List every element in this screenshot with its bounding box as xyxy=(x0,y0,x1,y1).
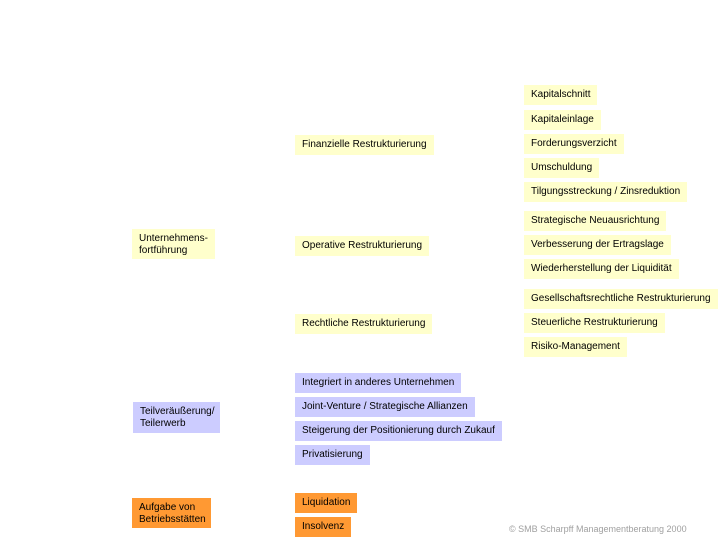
liquidation-box: Liquidation xyxy=(295,493,358,513)
unternehmensfortfuehrung-box: Unternehmens- fortführung xyxy=(132,229,215,259)
gesellschaftsrecht-box: Gesellschaftsrechtliche Restrukturierung xyxy=(524,289,718,309)
risiko-management-box: Risiko-Management xyxy=(524,337,627,357)
joint-venture-box: Joint-Venture / Strategische Allianzen xyxy=(295,397,475,417)
kapitaleinlage-box: Kapitaleinlage xyxy=(524,110,601,130)
finanzielle-restrukturierung-box: Finanzielle Restrukturierung xyxy=(295,135,434,155)
tilgungsstreckung-box: Tilgungsstreckung / Zinsreduktion xyxy=(524,182,688,202)
insolvenz-box: Insolvenz xyxy=(295,517,352,537)
teilveraeusserung-box: Teilveräußerung/ Teilerwerb xyxy=(133,402,220,433)
ertragslage-box: Verbesserung der Ertragslage xyxy=(524,235,671,255)
liquiditaet-box: Wiederherstellung der Liquidität xyxy=(524,259,679,279)
steigerung-box: Steigerung der Positionierung durch Zuka… xyxy=(295,421,502,441)
forderungsverzicht-box: Forderungsverzicht xyxy=(524,134,624,154)
steuerlich-box: Steuerliche Restrukturierung xyxy=(524,313,665,333)
kapitalschnitt-box: Kapitalschnitt xyxy=(524,85,598,105)
integriert-box: Integriert in anderes Unternehmen xyxy=(295,373,462,393)
neuausrichtung-box: Strategische Neuausrichtung xyxy=(524,211,667,231)
rechtliche-restrukturierung-box: Rechtliche Restrukturierung xyxy=(295,314,433,334)
aufgabe-betriebsstaetten-box: Aufgabe von Betriebsstätten xyxy=(132,498,211,528)
operative-restrukturierung-box: Operative Restrukturierung xyxy=(295,236,430,256)
copyright-notice: © SMB Scharpff Managementberatung 2000 xyxy=(509,524,687,534)
umschuldung-box: Umschuldung xyxy=(524,158,600,178)
privatisierung-box: Privatisierung xyxy=(295,445,370,465)
